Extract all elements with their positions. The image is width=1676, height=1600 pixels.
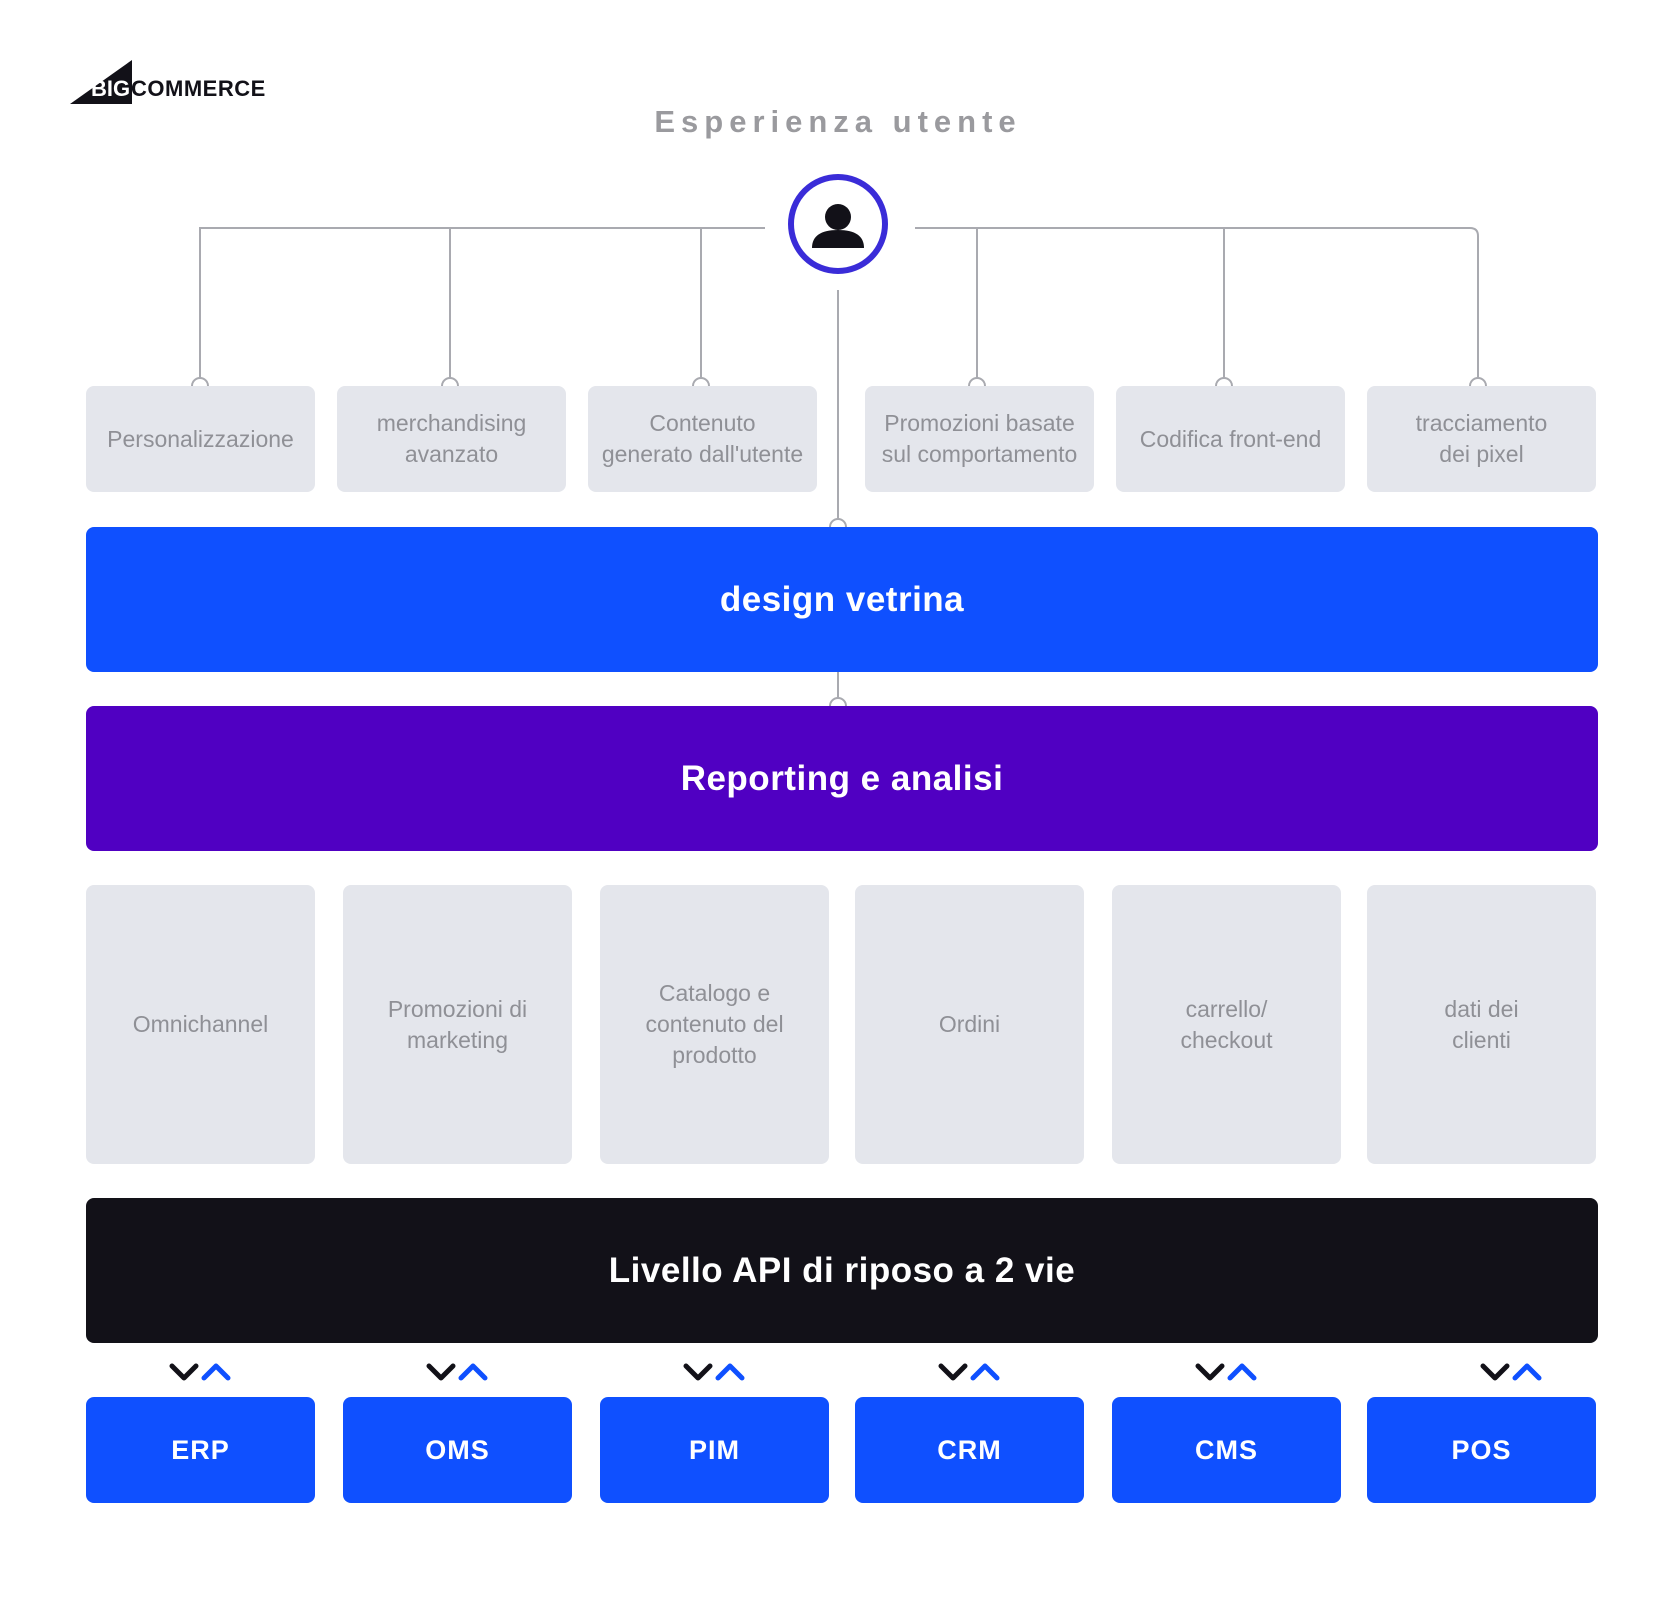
joint-feature-4 — [968, 377, 986, 387]
bidirectional-chevron-icon — [938, 1363, 1000, 1381]
feature-card-behavioral-promotions: Promozioni basate sul comportamento — [865, 386, 1094, 492]
module-card-omnichannel: Omnichannel — [86, 885, 315, 1164]
system-box-erp: ERP — [86, 1397, 315, 1503]
bidirectional-chevron-icon — [1195, 1363, 1257, 1381]
module-card-marketing-promotions: Promozioni di marketing — [343, 885, 572, 1164]
storefront-design-layer: design vetrina — [86, 527, 1598, 672]
feature-card-merchandising: merchandising avanzato — [337, 386, 566, 492]
joint-storefront — [829, 518, 847, 528]
connector-lines — [191, 227, 1487, 707]
joint-feature-2 — [441, 377, 459, 387]
joint-feature-3 — [692, 377, 710, 387]
bidirectional-chevron-icon — [426, 1363, 488, 1381]
module-card-cart-checkout: carrello/ checkout — [1112, 885, 1341, 1164]
bidirectional-chevron-icon — [1480, 1363, 1542, 1381]
system-box-pim: PIM — [600, 1397, 829, 1503]
diagram-title: Esperienza utente — [654, 104, 1022, 139]
feature-card-ugc: Contenuto generato dall'utente — [588, 386, 817, 492]
connector-right-branch — [915, 227, 1479, 378]
joint-feature-6 — [1469, 377, 1487, 387]
module-card-customer-data: dati dei clienti — [1367, 885, 1596, 1164]
module-card-orders: Ordini — [855, 885, 1084, 1164]
feature-card-frontend-coding: Codifica front-end — [1116, 386, 1345, 492]
module-card-catalog: Catalogo e contenuto del prodotto — [600, 885, 829, 1164]
user-node — [788, 174, 888, 274]
connector-left-branch — [199, 227, 765, 378]
feature-card-personalization: Personalizzazione — [86, 386, 315, 492]
joint-reporting — [829, 697, 847, 707]
system-box-pos: POS — [1367, 1397, 1596, 1503]
system-box-oms: OMS — [343, 1397, 572, 1503]
feature-card-pixel-tracking: tracciamento dei pixel — [1367, 386, 1596, 492]
logo-triangle-icon — [70, 60, 132, 104]
logo-big-text: BIG — [91, 76, 131, 101]
bigcommerce-logo: BIG COMMERCE — [70, 58, 290, 106]
logo-commerce-text: COMMERCE — [131, 76, 266, 101]
reporting-analytics-layer: Reporting e analisi — [86, 706, 1598, 851]
system-box-crm: CRM — [855, 1397, 1084, 1503]
rest-api-layer: Livello API di riposo a 2 vie — [86, 1198, 1598, 1343]
bidirectional-chevron-icon — [169, 1363, 231, 1381]
system-box-cms: CMS — [1112, 1397, 1341, 1503]
joint-feature-1 — [191, 377, 209, 387]
joint-feature-5 — [1215, 377, 1233, 387]
user-avatar-icon — [812, 204, 864, 248]
bidirectional-chevron-icon — [683, 1363, 745, 1381]
